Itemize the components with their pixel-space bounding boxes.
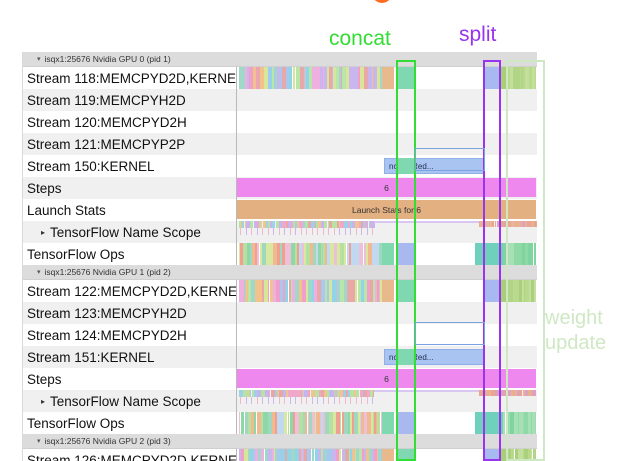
row-label: Stream 124:MEMCPYD2H [23, 324, 237, 346]
steps-bar-label: 6 [384, 182, 389, 193]
timeline-row[interactable]: Steps 6 [23, 368, 537, 390]
timeline-track[interactable] [237, 280, 537, 302]
row-label: TensorFlow Ops [23, 243, 237, 265]
row-label-text: Stream 151:KERNEL [27, 349, 155, 365]
chevron-down-icon[interactable]: ▾ [37, 55, 41, 63]
chevron-down-icon[interactable]: ▾ [37, 268, 41, 276]
chevron-down-icon[interactable]: ▾ [37, 437, 41, 445]
timeline-track[interactable]: ncclAllRed... [237, 155, 537, 177]
timeline-row[interactable]: TensorFlow Ops [23, 412, 537, 434]
group-header-label: isqx1:25676 Nvidia GPU 0 (pid 1) [44, 54, 171, 64]
timeline-row[interactable]: Stream 126:MEMCPYD2D,KERNEL,MI [23, 449, 537, 461]
row-label-text: TensorFlow Name Scope [50, 393, 201, 409]
timeline-track[interactable] [237, 302, 537, 324]
timeline-track[interactable] [237, 67, 537, 89]
row-label-text: Stream 119:MEMCPYH2D [27, 92, 186, 108]
timeline-row[interactable]: Steps 6 [23, 177, 537, 199]
row-label: Steps [23, 177, 237, 199]
timeline-track[interactable] [237, 390, 537, 412]
timeline-row[interactable]: Stream 151:KERNEL ncclAllRed... [23, 346, 537, 368]
row-label: Stream 151:KERNEL [23, 346, 237, 368]
row-label-text: Stream 150:KERNEL [27, 158, 155, 174]
timeline-track[interactable]: ncclAllRed... [237, 346, 537, 368]
weight-update-line1: weight [545, 307, 603, 329]
row-label: Stream 121:MEMCPYP2P [23, 133, 237, 155]
annotation-label-weight-update: weight update [545, 306, 606, 356]
timeline-row[interactable]: Stream 119:MEMCPYH2D [23, 89, 537, 111]
orange-marker-icon [373, 0, 391, 3]
timeline-track[interactable] [237, 324, 537, 346]
row-label-text: Stream 123:MEMCPYH2D [27, 305, 187, 321]
timeline-row[interactable]: Stream 120:MEMCPYD2H [23, 111, 537, 133]
group-header-gpu2[interactable]: ▾isqx1:25676 Nvidia GPU 2 (pid 3) [23, 434, 537, 449]
timeline-row[interactable]: Stream 121:MEMCPYP2P [23, 133, 537, 155]
launch-stats-bar-label: Launch Stats for 6 [352, 204, 421, 215]
row-label-text: Steps [27, 180, 62, 196]
timeline-track[interactable] [237, 221, 537, 243]
timeline-row[interactable]: TensorFlow Ops [23, 243, 537, 265]
row-label-text: Stream 126:MEMCPYD2D,KERNEL,MI [27, 452, 237, 461]
row-label-text: Stream 120:MEMCPYD2H [27, 114, 187, 130]
timeline-row[interactable]: ▸ TensorFlow Name Scope [23, 390, 537, 412]
timeline-track[interactable] [237, 111, 537, 133]
row-label: Stream 120:MEMCPYD2H [23, 111, 237, 133]
row-label: Stream 123:MEMCPYH2D [23, 302, 237, 324]
row-label: Launch Stats [23, 199, 237, 221]
timeline-track[interactable] [237, 89, 537, 111]
group-header-gpu1[interactable]: ▾isqx1:25676 Nvidia GPU 1 (pid 2) [23, 265, 537, 280]
timeline-track[interactable]: Launch Stats for 6 [237, 199, 537, 221]
row-label: Stream 126:MEMCPYD2D,KERNEL,MI [23, 449, 237, 461]
timeline-track[interactable] [237, 243, 537, 265]
row-label-text: TensorFlow Ops [27, 246, 125, 262]
row-label-text: Steps [27, 371, 62, 387]
timeline-row[interactable]: Stream 118:MEMCPYD2D,KERNEL,ME [23, 67, 537, 89]
row-label: Steps [23, 368, 237, 390]
steps-bar[interactable]: 6 [237, 178, 536, 197]
steps-bar[interactable]: 6 [237, 369, 536, 388]
timeline-row[interactable]: ▸ TensorFlow Name Scope [23, 221, 537, 243]
row-label-text: Stream 122:MEMCPYD2D,KERNEL,MI [27, 283, 237, 299]
row-label-text: Stream 124:MEMCPYD2H [27, 327, 187, 343]
timeline-row[interactable]: Stream 150:KERNEL ncclAllRed... [23, 155, 537, 177]
launch-stats-bar[interactable]: Launch Stats for 6 [237, 200, 536, 219]
row-label: TensorFlow Ops [23, 412, 237, 434]
timeline-track[interactable] [237, 412, 537, 434]
row-label-text: TensorFlow Name Scope [50, 224, 201, 240]
row-label: Stream 118:MEMCPYD2D,KERNEL,ME [23, 67, 237, 89]
timeline-track[interactable] [237, 133, 537, 155]
timeline-track[interactable] [237, 449, 537, 461]
timeline-row[interactable]: Stream 123:MEMCPYH2D [23, 302, 537, 324]
group-header-label: isqx1:25676 Nvidia GPU 2 (pid 3) [44, 436, 171, 446]
timeline-row[interactable]: Stream 124:MEMCPYD2H [23, 324, 537, 346]
row-label-text: Launch Stats [27, 202, 106, 218]
weight-update-line2: update [545, 332, 607, 354]
row-label: Stream 119:MEMCPYH2D [23, 89, 237, 111]
row-label-text: TensorFlow Ops [27, 415, 125, 431]
trace-viewer-panel[interactable]: ▾isqx1:25676 Nvidia GPU 0 (pid 1)Stream … [22, 52, 537, 461]
row-label-text: Stream 118:MEMCPYD2D,KERNEL,ME [27, 70, 237, 86]
row-label: Stream 122:MEMCPYD2D,KERNEL,MI [23, 280, 237, 302]
group-header-label: isqx1:25676 Nvidia GPU 1 (pid 2) [44, 267, 171, 277]
row-label: Stream 150:KERNEL [23, 155, 237, 177]
row-label: ▸ TensorFlow Name Scope [23, 390, 237, 412]
row-label-text: Stream 121:MEMCPYP2P [27, 136, 186, 152]
row-label: ▸ TensorFlow Name Scope [23, 221, 237, 243]
expand-triangle-icon[interactable]: ▸ [41, 396, 46, 406]
timeline-track[interactable]: 6 [237, 368, 537, 390]
expand-triangle-icon[interactable]: ▸ [41, 227, 46, 237]
timeline-row[interactable]: Stream 122:MEMCPYD2D,KERNEL,MI [23, 280, 537, 302]
annotation-label-split: split [459, 23, 497, 46]
group-header-gpu0[interactable]: ▾isqx1:25676 Nvidia GPU 0 (pid 1) [23, 52, 537, 67]
annotation-label-concat: concat [329, 27, 391, 50]
timeline-row[interactable]: Launch Stats Launch Stats for 6 [23, 199, 537, 221]
timeline-track[interactable]: 6 [237, 177, 537, 199]
steps-bar-label: 6 [384, 373, 389, 384]
